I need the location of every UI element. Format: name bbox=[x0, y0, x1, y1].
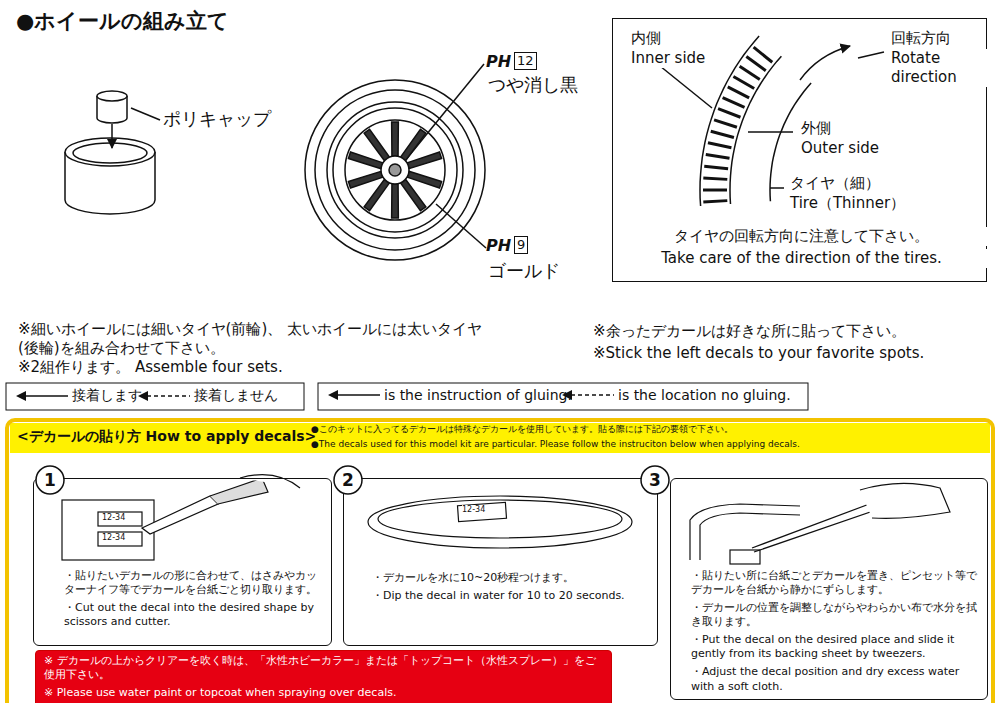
decal-number: 12-34 bbox=[102, 533, 125, 543]
legend-item: is the location no gluing. bbox=[562, 387, 791, 403]
step-box: ・貼りたいデカールの形に合わせて、はさみやカッターナイフ等でデカールを台紙ごと切… bbox=[33, 478, 332, 646]
node-text: ・Cut out the decal into the desired shap… bbox=[64, 601, 319, 629]
wheel-drawing bbox=[305, 64, 486, 260]
step-number: 1 bbox=[35, 465, 65, 495]
node-text: ・貼りたいデカールの形に合わせて、はさみやカッターナイフ等でデカールを台紙ごと切… bbox=[64, 569, 319, 597]
legend-item: 接着しません bbox=[138, 387, 278, 405]
step1-drawing bbox=[62, 475, 300, 560]
paint-code: PH bbox=[486, 236, 511, 256]
part-label: つや消し黒 bbox=[488, 74, 578, 97]
node-text: Tire（Thinner） bbox=[788, 194, 907, 213]
node-text: ・デカールの位置を調整しながらやわらかい布で水分を拭き取ります。 bbox=[691, 601, 981, 629]
node-text: タイヤの回転方向に注意して下さい。 bbox=[613, 227, 990, 246]
panel-ground bbox=[8, 421, 992, 697]
node-text: ・デカールを水に10~20秒程つけます。 bbox=[372, 571, 637, 585]
legend-box bbox=[318, 383, 808, 410]
step3-drawing bbox=[690, 483, 950, 564]
step-number: 3 bbox=[640, 465, 670, 495]
decal-number: 12-34 bbox=[102, 513, 125, 523]
node-text: ・Put the decal on the desired place and … bbox=[691, 633, 981, 661]
panel-band bbox=[10, 423, 990, 453]
step-box: ・デカールを水に10~20秒程つけます。・Dip the decal in wa… bbox=[343, 478, 658, 646]
node-text: 外側 bbox=[799, 119, 833, 138]
legend-sample bbox=[562, 389, 614, 401]
decal-number: 12-34 bbox=[462, 505, 485, 515]
legend-item: is the instruction of gluing. bbox=[328, 387, 572, 403]
decal-panel: ・貼りたいデカールの形に合わせて、はさみやカッターナイフ等でデカールを台紙ごと切… bbox=[5, 418, 995, 703]
node-text: Rotate direction bbox=[889, 49, 988, 87]
paint-code: PH bbox=[486, 52, 511, 72]
node-text: ※ デカールの上からクリアーを吹く時は、「水性ホビーカラー」または「トップコート… bbox=[44, 654, 604, 682]
step-number-text: 2 bbox=[333, 465, 363, 495]
node-text: 回転方向 bbox=[889, 29, 953, 48]
step-number: 2 bbox=[333, 465, 363, 495]
part-label: ゴールド bbox=[488, 260, 560, 283]
legend-box bbox=[6, 383, 304, 410]
note-box: ※ デカールの上からクリアーを吹く時は、「水性ホビーカラー」または「トップコート… bbox=[35, 650, 612, 703]
part-label: ポリキャップ bbox=[163, 108, 271, 131]
node-text: Inner side bbox=[629, 49, 707, 68]
node-text: ※ Please use water paint or topcoat when… bbox=[44, 686, 604, 700]
callout-number: 12 bbox=[514, 52, 537, 70]
legend-sample bbox=[328, 389, 380, 401]
node-text: タイヤ（細） bbox=[788, 174, 882, 193]
legend-sample bbox=[16, 390, 68, 402]
node-text: ●The decals used for this model kit are … bbox=[311, 439, 981, 451]
polycap-drawing bbox=[65, 91, 160, 214]
legend-sample bbox=[138, 390, 190, 402]
legend-text: 接着します bbox=[72, 387, 142, 405]
callout-number: 9 bbox=[514, 236, 528, 254]
step-number-text: 1 bbox=[35, 465, 65, 495]
note: ※2組作ります。 Assemble four sets. bbox=[18, 358, 283, 377]
step-box: ・貼りたい所に台紙ごとデカールを置き、ピンセット等でデカールを台紙から静かにずら… bbox=[670, 478, 988, 700]
node-text: ・貼りたい所に台紙ごとデカールを置き、ピンセット等でデカールを台紙から静かにずら… bbox=[691, 569, 981, 597]
step-number-text: 3 bbox=[640, 465, 670, 495]
tire-box: 内側Inner side 回転方向Rotate direction 外側Outer … bbox=[612, 18, 987, 282]
step2-drawing bbox=[368, 496, 632, 548]
legend-item: 接着します bbox=[16, 387, 142, 405]
node-text: 内側 bbox=[629, 29, 663, 48]
legend-text: is the location no gluing. bbox=[618, 387, 791, 403]
node-text: ・Dip the decal in water for 10 to 20 sec… bbox=[372, 589, 637, 603]
node-text: ・Adjust the decal position and dry exces… bbox=[691, 665, 981, 693]
node-text: Take care of the direction of the tires. bbox=[613, 249, 990, 268]
note: ※Stick the left decals to your favorite … bbox=[593, 344, 924, 363]
note: ※細いホイールには細いタイヤ(前輪)、 太いホイールには太いタイヤ(後輪)を組み… bbox=[18, 320, 488, 358]
legend-text: is the instruction of gluing. bbox=[384, 387, 572, 403]
node-text: Outer side bbox=[799, 139, 881, 158]
legend-text: 接着しません bbox=[194, 387, 278, 405]
heading: ●ホイールの組み立て bbox=[16, 8, 229, 34]
note: ※余ったデカールは好きな所に貼って下さい。 bbox=[593, 322, 906, 341]
node-text: <デカールの貼り方 How to apply decals> bbox=[17, 428, 316, 446]
node-text: ●このキットに入ってるデカールは特殊なデカールを使用しています。貼る際には下記の… bbox=[311, 424, 981, 436]
